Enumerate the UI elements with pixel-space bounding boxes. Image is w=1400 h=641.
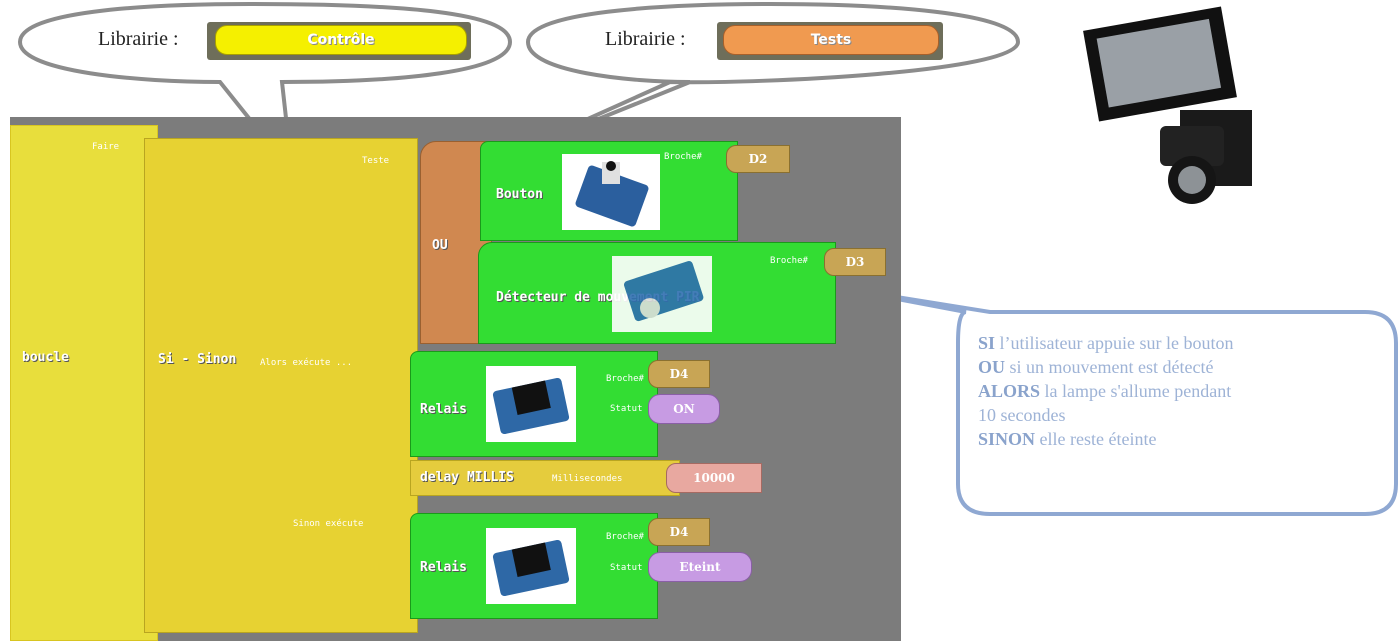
note-line-3: ALORS la lampe s'allume pendant (978, 379, 1390, 403)
loop-block[interactable] (10, 125, 158, 641)
control-callout-label: Librairie : (98, 28, 179, 50)
relay-on-state-value[interactable]: ON (648, 394, 720, 424)
note-line-1: SI l’utilisateur appuie sur le bouton (978, 331, 1390, 355)
control-library-pill: Contrôle (215, 25, 467, 55)
or-label: OU (432, 238, 448, 253)
behavior-note: SI l’utilisateur appuie sur le bouton OU… (978, 331, 1390, 451)
button-pin-label: Broche# (664, 152, 702, 162)
note-line-2-text: si un mouvement est détecté (1005, 357, 1214, 377)
pir-pin-value[interactable]: D3 (824, 248, 886, 276)
delay-block[interactable] (410, 460, 680, 496)
loop-label: boucle (22, 350, 69, 365)
relay-off-state-value[interactable]: Eteint (648, 552, 752, 582)
tests-callout-label: Librairie : (605, 28, 686, 50)
if-else-block[interactable] (144, 138, 418, 633)
relay-off-module-photo (486, 528, 576, 604)
control-library-chip: Contrôle (207, 22, 471, 60)
note-line-2-keyword: OU (978, 357, 1005, 377)
button-label: Bouton (496, 187, 543, 202)
relay-off-pin-value[interactable]: D4 (648, 518, 710, 546)
button-pin-value[interactable]: D2 (726, 145, 790, 173)
relay-off-label: Relais (420, 560, 467, 575)
relay-on-pin-value[interactable]: D4 (648, 360, 710, 388)
floodlight-image (1083, 6, 1252, 204)
note-line-5-text: elle reste éteinte (1035, 429, 1157, 449)
relay-off-pin-label: Broche# (606, 532, 644, 542)
note-line-1-text: l’utilisateur appuie sur le bouton (995, 333, 1234, 353)
relay-off-state-label: Statut (610, 563, 643, 573)
else-label: Sinon exécute (293, 519, 364, 529)
if-test-label: Teste (362, 156, 390, 166)
tests-library-chip: Tests (717, 22, 943, 60)
note-line-4: 10 secondes (978, 405, 1066, 425)
note-line-1-keyword: SI (978, 333, 996, 353)
note-line-5-keyword: SINON (978, 429, 1036, 449)
note-line-3-text: la lampe s'allume pendant (1040, 381, 1232, 401)
relay-on-pin-label: Broche# (606, 374, 644, 384)
delay-param-label: Millisecondes (552, 474, 623, 484)
pir-module-photo (612, 256, 712, 332)
note-line-2: OU si un mouvement est détecté (978, 355, 1390, 379)
relay-on-state-label: Statut (610, 404, 643, 414)
note-callout-bubble (827, 284, 1398, 516)
delay-label: delay MILLIS (420, 470, 514, 485)
tests-library-pill: Tests (723, 25, 939, 55)
if-else-label: Si - Sinon (158, 352, 237, 367)
note-line-5: SINON elle reste éteinte (978, 427, 1390, 451)
delay-value[interactable]: 10000 (666, 463, 762, 493)
pir-pin-label: Broche# (770, 256, 808, 266)
loop-do-label: Faire (92, 142, 120, 152)
button-module-photo (562, 154, 660, 230)
relay-on-module-photo (486, 366, 576, 442)
relay-on-label: Relais (420, 402, 467, 417)
then-label: Alors exécute ... (260, 358, 353, 368)
note-line-3-keyword: ALORS (978, 381, 1041, 401)
